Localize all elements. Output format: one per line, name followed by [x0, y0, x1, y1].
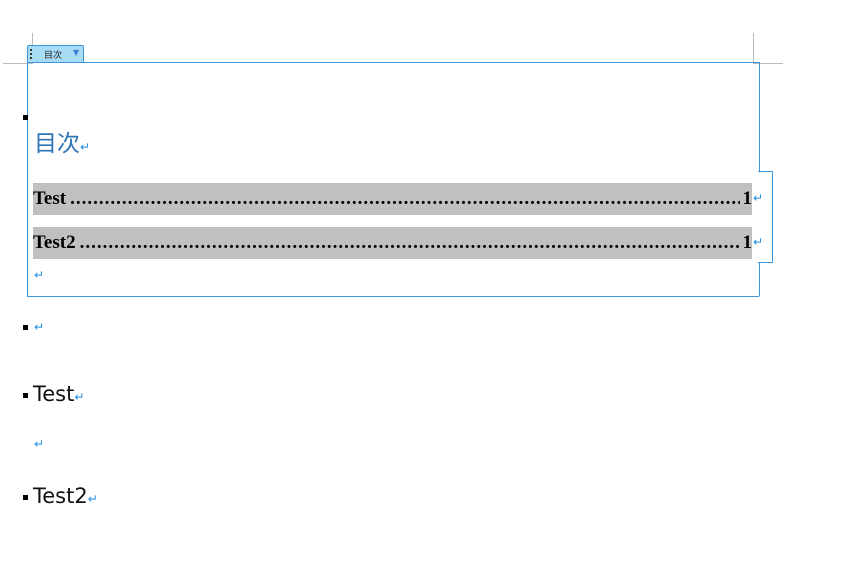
toc-entry[interactable]: Test ...................................… — [33, 183, 752, 215]
toc-field-bracket — [758, 171, 773, 263]
crop-mark — [753, 33, 754, 63]
drag-handle-icon[interactable] — [30, 49, 32, 59]
heading-2[interactable]: Test2↵ — [33, 484, 98, 508]
crop-mark — [3, 63, 33, 64]
page-number: 1 — [742, 188, 753, 209]
toc-title[interactable]: 目次↵ — [34, 131, 91, 157]
paragraph-mark-bullet — [23, 325, 28, 330]
paragraph-mark-bullet — [23, 115, 28, 120]
return-mark: ↵ — [753, 235, 764, 249]
tab-label: 目次 — [44, 51, 63, 61]
paragraph-mark-bullet — [23, 495, 28, 500]
toc-entry[interactable]: Test2 ..................................… — [33, 227, 752, 259]
page-number: 1 — [742, 232, 753, 253]
crop-mark — [753, 63, 783, 64]
return-mark: ↵ — [34, 320, 45, 334]
leader-dots: ........................................… — [70, 188, 739, 209]
paragraph-mark-bullet — [23, 393, 28, 398]
return-mark: ↵ — [74, 390, 85, 404]
heading-1[interactable]: Test↵ — [33, 382, 85, 406]
return-mark: ↵ — [80, 140, 91, 154]
return-mark: ↵ — [34, 437, 45, 451]
toc-content-control-tab[interactable]: 目次 ▼ — [27, 45, 84, 62]
leader-dots: ........................................… — [79, 232, 740, 253]
toc-content-control — [27, 62, 760, 297]
return-mark: ↵ — [34, 268, 45, 282]
return-mark: ↵ — [87, 492, 98, 506]
return-mark: ↵ — [753, 191, 764, 205]
dropdown-arrow-icon[interactable]: ▼ — [73, 48, 80, 57]
